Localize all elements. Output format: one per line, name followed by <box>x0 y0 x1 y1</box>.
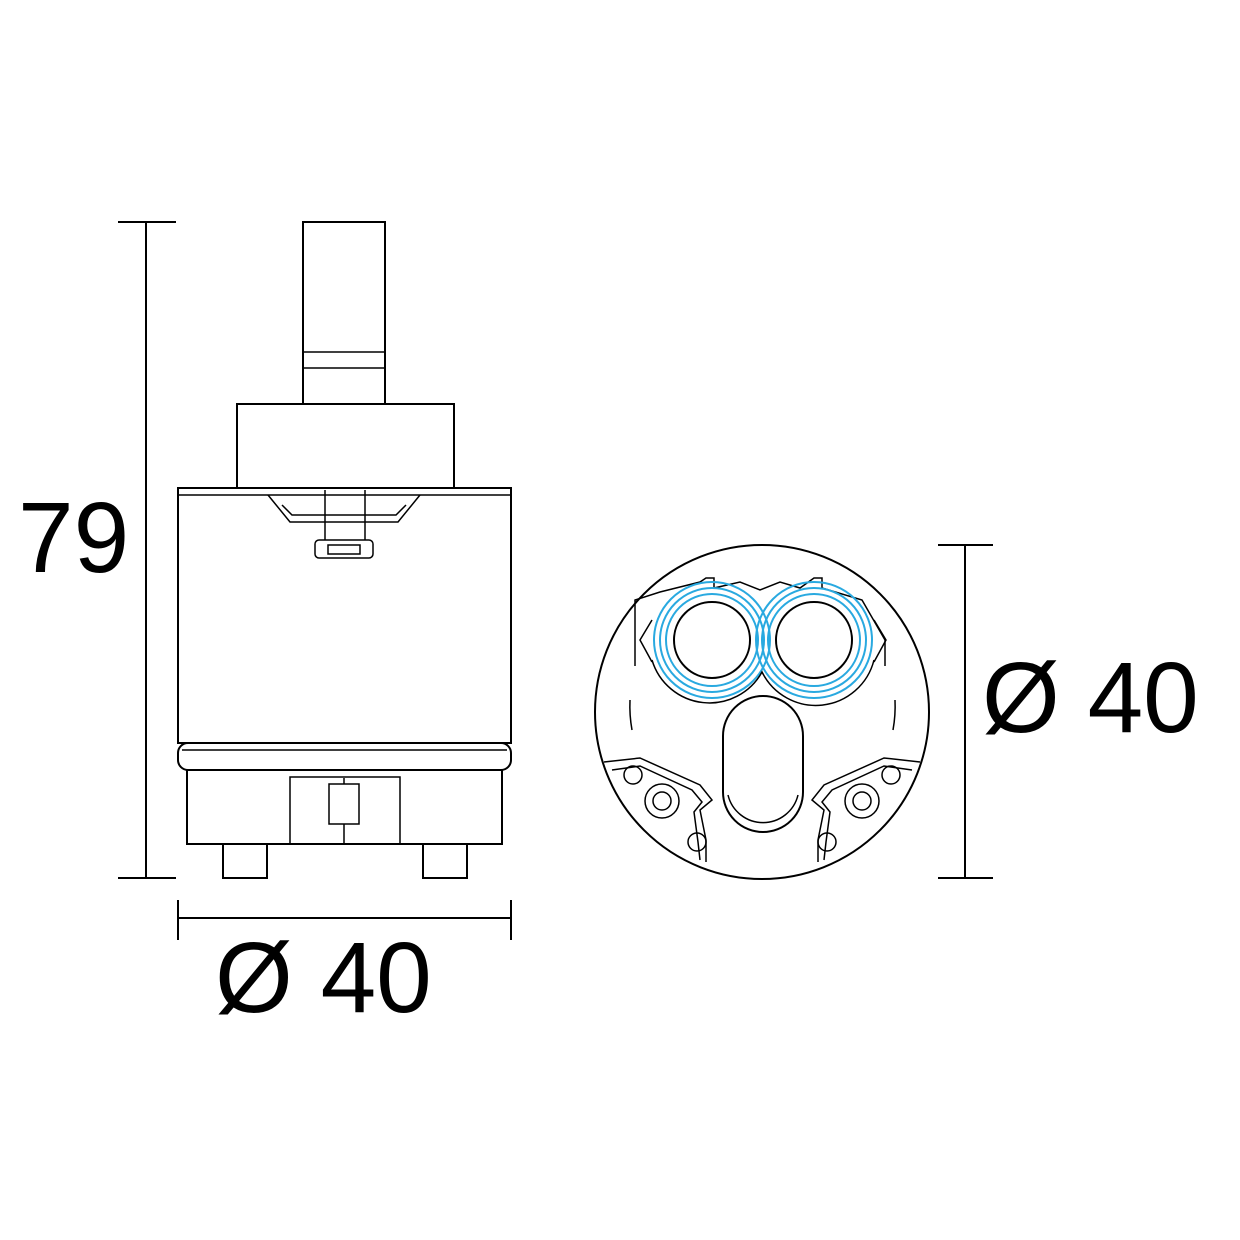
height-dimension-label: 79 <box>18 482 129 594</box>
center-slot <box>722 695 804 833</box>
seal-ring-left <box>665 593 759 687</box>
ring-band <box>177 742 512 771</box>
stem <box>302 221 386 405</box>
pin-left <box>222 843 268 879</box>
cartridge-base <box>186 769 503 845</box>
seal-ring-right <box>767 593 861 687</box>
pin-right <box>422 843 468 879</box>
left-mount-bracket <box>603 757 714 862</box>
right-mount-bracket <box>810 757 921 862</box>
width-dimension-label: Ø 40 <box>215 922 432 1034</box>
cartridge-body <box>177 487 512 744</box>
height-dimension-line <box>118 221 176 879</box>
cartridge-bottom-view <box>594 544 930 880</box>
cap <box>236 403 455 489</box>
diameter-dimension-line <box>938 544 993 879</box>
cartridge-side-view <box>177 221 512 879</box>
width-dimension-line <box>177 900 512 940</box>
diameter-dimension-label: Ø 40 <box>982 642 1199 754</box>
